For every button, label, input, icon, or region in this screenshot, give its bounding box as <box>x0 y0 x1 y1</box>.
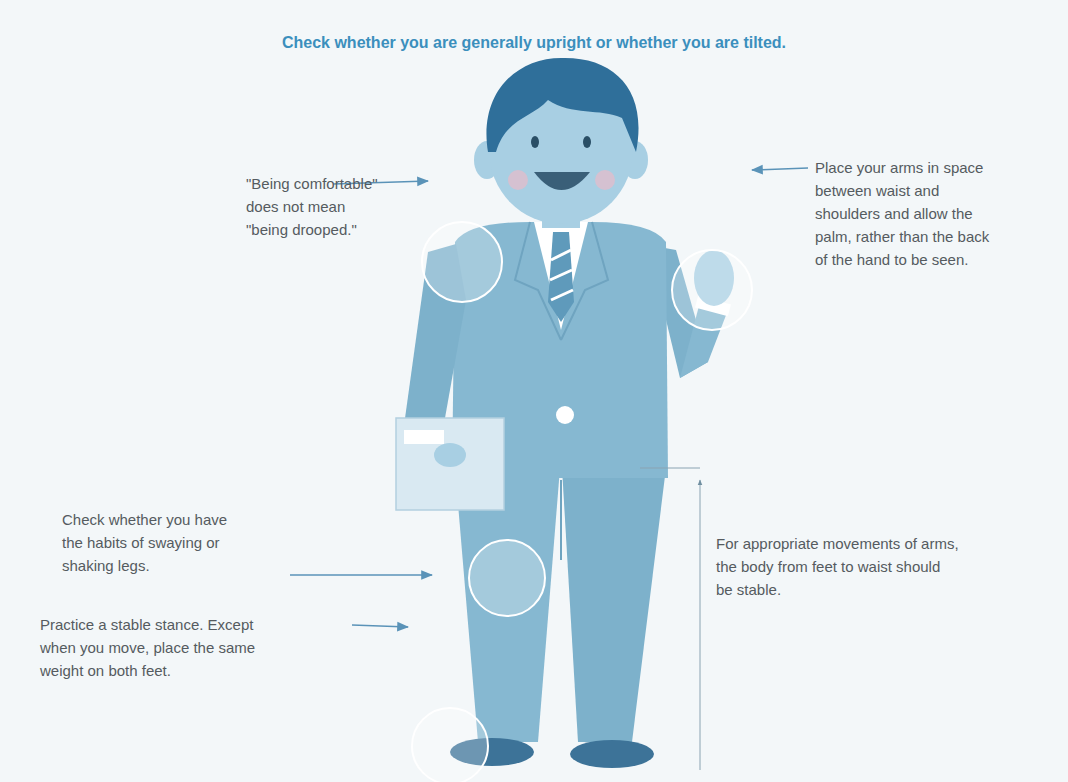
focus-circles <box>412 222 752 782</box>
right-shoe <box>570 740 654 768</box>
dimension-line <box>640 468 700 770</box>
hair <box>486 58 638 152</box>
man-figure <box>396 58 734 768</box>
cheek <box>508 170 528 190</box>
folder <box>396 418 504 510</box>
eye <box>531 136 539 148</box>
right-leg <box>562 468 666 742</box>
cheek <box>595 170 615 190</box>
focus-circle <box>422 222 502 302</box>
callout-note: "Being comfortable" does not mean "being… <box>246 172 378 241</box>
tie-stripe <box>551 290 573 300</box>
callout-note: Check whether you have the habits of swa… <box>62 508 252 577</box>
shirt <box>534 222 588 330</box>
lapel <box>561 222 608 340</box>
leader-arrow <box>352 625 408 627</box>
focus-circle <box>469 540 545 616</box>
callout-note: Place your arms in space between waist a… <box>815 156 1000 271</box>
leg-gap <box>560 480 562 560</box>
callout-note: For appropriate movements of arms, the b… <box>716 532 961 601</box>
focus-circle <box>412 708 488 782</box>
leader-arrow <box>752 168 808 170</box>
leader-arrow <box>290 574 432 576</box>
dimension-tick <box>640 468 700 469</box>
eye <box>583 136 591 148</box>
hand <box>434 443 466 467</box>
button <box>556 406 574 424</box>
tie-stripe <box>551 250 571 260</box>
focus-circle <box>672 250 752 330</box>
smile <box>534 172 590 190</box>
callout-note: Practice a stable stance. Except when yo… <box>40 613 258 682</box>
cuff <box>404 430 444 444</box>
lapel <box>515 222 561 340</box>
tie <box>548 232 574 322</box>
title: Check whether you are generally upright … <box>0 34 1068 52</box>
tie-stripe <box>550 270 572 280</box>
dimension-arrow <box>700 480 701 770</box>
